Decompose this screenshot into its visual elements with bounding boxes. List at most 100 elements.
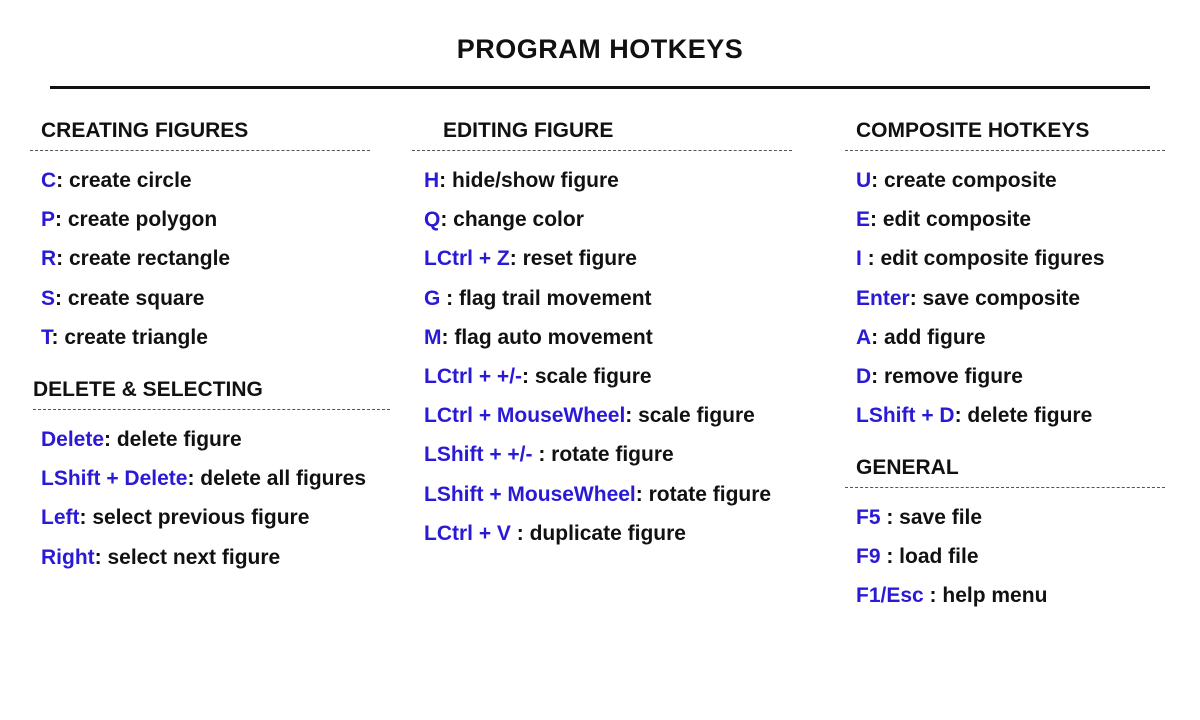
hotkey-description: : change color	[440, 208, 584, 232]
hotkey-key: P	[41, 208, 56, 232]
hotkey-key: R	[41, 247, 57, 271]
hotkey-row: D: remove figure	[856, 357, 1165, 396]
hotkey-key: LCtrl + V	[424, 521, 511, 545]
hotkey-key: S	[41, 286, 56, 310]
hotkey-description: : select previous figure	[79, 506, 310, 530]
hotkey-key: F1/Esc	[856, 584, 924, 608]
hotkey-row: Enter: save composite	[856, 279, 1165, 318]
section-heading: EDITING FIGURE	[443, 119, 614, 142]
hotkey-description: : scale figure	[625, 404, 755, 428]
hotkey-key: LCtrl + MouseWheel	[424, 404, 626, 428]
hotkey-description: : hide/show figure	[439, 169, 619, 192]
hotkey-key: G	[424, 286, 441, 310]
hotkey-row: LCtrl + V : duplicate figure	[424, 514, 792, 553]
section-heading: CREATING FIGURES	[41, 119, 249, 142]
hotkey-row: T: create triangle	[41, 318, 370, 357]
section-divider	[30, 150, 370, 151]
hotkey-row: U: create composite	[856, 161, 1165, 200]
hotkey-key: E	[856, 208, 871, 232]
title-divider	[50, 86, 1150, 89]
hotkey-row: Right: select next figure	[41, 538, 390, 577]
hotkey-key: I	[856, 247, 862, 271]
hotkey-row: LShift + +/- : rotate figure	[424, 435, 792, 474]
hotkey-row: A: add figure	[856, 318, 1165, 357]
hotkey-description: : delete all figures	[187, 467, 367, 491]
hotkey-row: LShift + Delete: delete all figures	[41, 459, 390, 498]
hotkey-row: S: create square	[41, 279, 370, 318]
hotkey-description: : select next figure	[94, 545, 281, 569]
section-divider	[412, 150, 792, 151]
hotkey-key: LShift + Delete	[41, 467, 188, 491]
hotkey-row: LCtrl + Z: reset figure	[424, 239, 792, 278]
hotkey-key: C	[41, 169, 57, 192]
hotkey-key: M	[424, 325, 442, 349]
section-heading: DELETE & SELECTING	[33, 378, 263, 401]
hotkey-description: : create circle	[56, 169, 192, 192]
hotkey-description: : reset figure	[509, 247, 637, 271]
hotkey-description: : create rectangle	[56, 247, 231, 271]
hotkey-description: : edit composite	[870, 208, 1032, 232]
hotkey-row: I : edit composite figures	[856, 239, 1165, 278]
section-divider	[845, 487, 1165, 488]
section-delete-selecting: DELETE & SELECTING Delete: delete figure…	[33, 375, 390, 577]
hotkey-description: : help menu	[923, 584, 1048, 608]
hotkey-row: Left: select previous figure	[41, 498, 390, 537]
hotkey-row: E: edit composite	[856, 200, 1165, 239]
hotkey-description: : create polygon	[55, 208, 218, 232]
hotkey-row: F5 : save file	[856, 498, 1165, 537]
hotkey-key: T	[41, 325, 52, 349]
hotkey-description: : add figure	[871, 325, 986, 349]
hotkey-description: : load file	[880, 545, 979, 569]
hotkey-description: : save composite	[909, 286, 1081, 310]
hotkey-description: : delete figure	[104, 428, 242, 451]
hotkey-key: F5	[856, 506, 881, 529]
hotkey-description: : flag trail movement	[440, 286, 652, 310]
hotkey-row: F1/Esc : help menu	[856, 576, 1165, 615]
hotkey-description: : create triangle	[51, 325, 208, 349]
hotkey-description: : scale figure	[522, 364, 652, 388]
hotkey-description: : create composite	[871, 169, 1057, 192]
hotkey-key: D	[856, 364, 872, 388]
hotkey-key: F9	[856, 545, 881, 569]
hotkey-description: : remove figure	[871, 364, 1023, 388]
section-heading: COMPOSITE HOTKEYS	[856, 119, 1090, 142]
hotkey-description: : rotate figure	[635, 482, 772, 506]
hotkey-key: Delete	[41, 428, 105, 451]
hotkey-key: A	[856, 325, 872, 349]
hotkey-key: U	[856, 169, 872, 192]
section-heading: GENERAL	[856, 456, 959, 479]
hotkey-key: Enter	[856, 286, 910, 310]
hotkey-row: P: create polygon	[41, 200, 370, 239]
page-title: PROGRAM HOTKEYS	[456, 34, 744, 64]
hotkey-key: LShift + +/-	[424, 443, 533, 467]
hotkey-description: : rotate figure	[532, 443, 674, 467]
hotkey-key: LCtrl + Z	[424, 247, 510, 271]
hotkey-row: H: hide/show figure	[424, 161, 792, 200]
hotkey-row: R: create rectangle	[41, 239, 370, 278]
hotkey-key: Q	[424, 208, 441, 232]
hotkey-row: Q: change color	[424, 200, 792, 239]
hotkey-key: LShift + MouseWheel	[424, 482, 636, 506]
hotkey-row: LCtrl + MouseWheel: scale figure	[424, 396, 792, 435]
hotkey-description: : create square	[55, 286, 205, 310]
hotkey-row: F9 : load file	[856, 537, 1165, 576]
section-divider	[845, 150, 1165, 151]
hotkey-key: Right	[41, 545, 95, 569]
hotkey-row: M: flag auto movement	[424, 318, 792, 357]
hotkey-key: H	[424, 169, 440, 192]
hotkey-description: : duplicate figure	[510, 521, 686, 545]
hotkey-key: Left	[41, 506, 80, 530]
hotkey-key: LShift + D	[856, 404, 955, 428]
hotkey-row: LShift + D: delete figure	[856, 396, 1165, 435]
hotkey-row: Delete: delete figure	[41, 420, 390, 459]
hotkey-description: : delete figure	[954, 404, 1093, 428]
section-divider	[33, 409, 390, 410]
hotkey-row: LCtrl + +/-: scale figure	[424, 357, 792, 396]
hotkey-row: LShift + MouseWheel: rotate figure	[424, 475, 792, 514]
hotkey-description: : flag auto movement	[441, 325, 653, 349]
hotkey-row: G : flag trail movement	[424, 279, 792, 318]
